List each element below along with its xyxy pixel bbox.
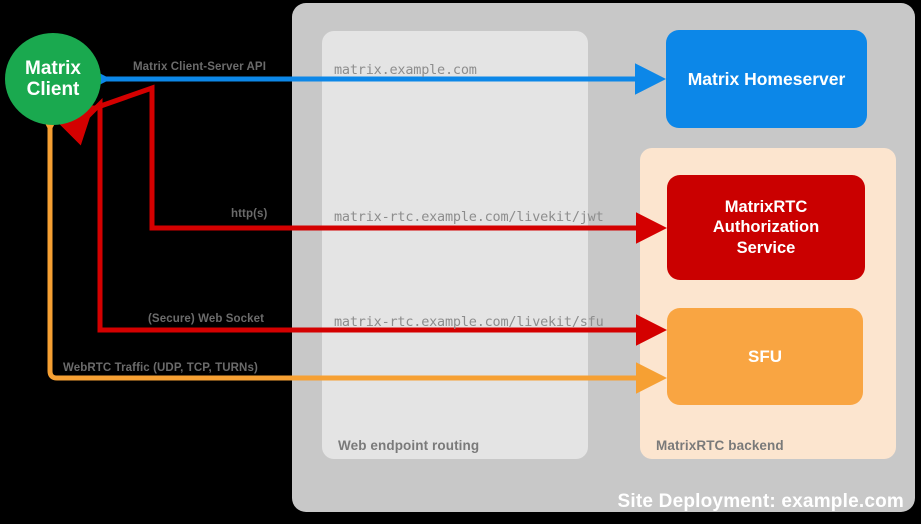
- node-sfu[interactable]: SFU: [667, 308, 863, 405]
- auth-service-label-line3: Service: [736, 238, 796, 257]
- matrix-client-label-line1: Matrix: [25, 57, 81, 79]
- edge-label-secure-web-socket: (Secure) Web Socket: [148, 313, 265, 325]
- endpoint-livekit-jwt: matrix-rtc.example.com/livekit/jwt: [334, 209, 604, 225]
- endpoint-livekit-sfu: matrix-rtc.example.com/livekit/sfu: [334, 314, 604, 330]
- matrix-homeserver-label: Matrix Homeserver: [687, 68, 846, 89]
- node-matrixrtc-authorization-service[interactable]: MatrixRTC Authorization Service: [667, 175, 865, 280]
- matrix-client-label-line2: Client: [26, 79, 80, 100]
- edge-label-client-server-api: Matrix Client-Server API: [133, 61, 266, 73]
- web-endpoint-routing-zone: [322, 31, 588, 459]
- endpoint-matrix-example-com: matrix.example.com: [334, 62, 477, 78]
- auth-service-label-line2: Authorization: [712, 218, 820, 237]
- auth-service-label-line1: MatrixRTC: [724, 197, 808, 216]
- web-endpoint-routing-label: Web endpoint routing: [338, 438, 480, 453]
- node-matrix-homeserver[interactable]: Matrix Homeserver: [666, 30, 867, 128]
- matrix-client-label: Matrix Client: [25, 58, 81, 101]
- node-matrix-client[interactable]: Matrix Client: [5, 33, 101, 125]
- matrixrtc-backend-label: MatrixRTC backend: [656, 438, 784, 453]
- auth-service-label: MatrixRTC Authorization Service: [713, 197, 819, 259]
- edge-label-webrtc-traffic: WebRTC Traffic (UDP, TCP, TURNs): [63, 362, 258, 374]
- edge-label-http-s: http(s): [231, 208, 268, 220]
- sfu-label: SFU: [748, 346, 782, 366]
- site-deployment-label: Site Deployment: example.com: [617, 491, 904, 512]
